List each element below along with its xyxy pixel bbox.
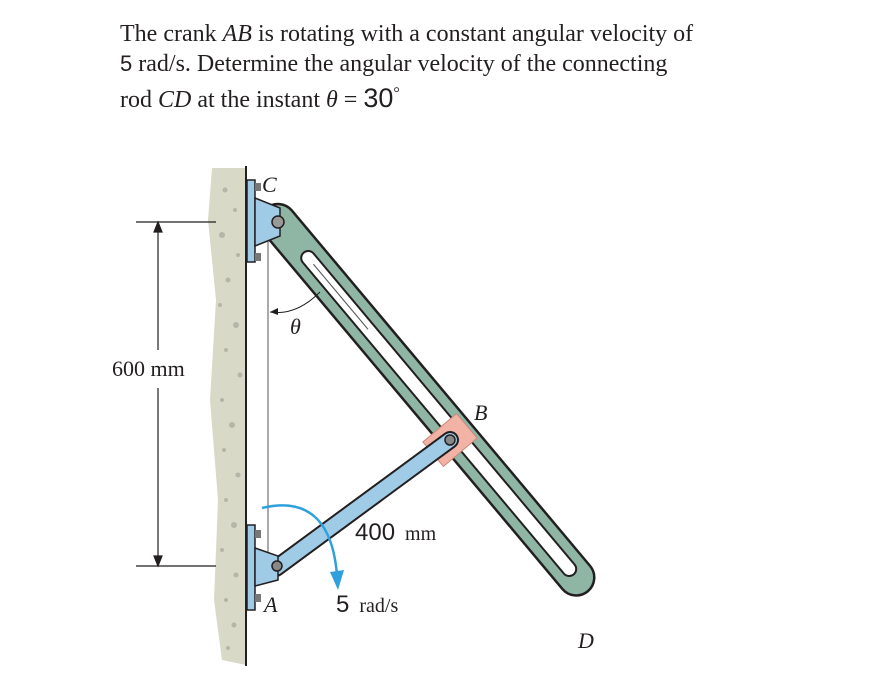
problem-statement: The crank AB is rotating with a constant… [120, 20, 780, 115]
label-b: B [474, 400, 487, 425]
problem-line-2: 5 rad/s. Determine the angular velocity … [120, 49, 780, 79]
rod-cd [258, 202, 596, 597]
bracket-c [246, 179, 285, 263]
label-a: A [262, 592, 278, 617]
angular-velocity-arrow [261, 504, 339, 576]
problem-line-3: rod CD at the instant θ = 30° [120, 79, 780, 115]
text: rad/s. Determine the angular velocity of… [132, 51, 668, 77]
text: at the instant [191, 87, 326, 113]
text: The crank [120, 21, 223, 47]
angle-value: 30 [363, 83, 394, 113]
crank-length-label: 400 mm [355, 519, 437, 546]
crank-variable: AB [222, 21, 252, 47]
angular-velocity-value: 5 [120, 51, 133, 76]
crank-ab [267, 431, 459, 577]
dimension-600mm [136, 220, 216, 568]
bracket-a [246, 524, 283, 611]
angular-velocity-label: 5 rad/s [336, 591, 398, 618]
dimension-label: 600 mm [112, 356, 185, 381]
label-c: C [262, 172, 277, 197]
concrete-wall [208, 166, 247, 666]
text: rod [120, 87, 158, 113]
label-d: D [577, 628, 594, 653]
degree-symbol: ° [393, 85, 400, 102]
rod-variable: CD [158, 87, 192, 113]
theta-symbol: θ [325, 87, 338, 113]
text: is rotating with a constant angular velo… [251, 21, 694, 47]
text: = [337, 87, 364, 113]
label-theta: θ [290, 314, 301, 339]
problem-line-1: The crank AB is rotating with a constant… [120, 20, 780, 49]
